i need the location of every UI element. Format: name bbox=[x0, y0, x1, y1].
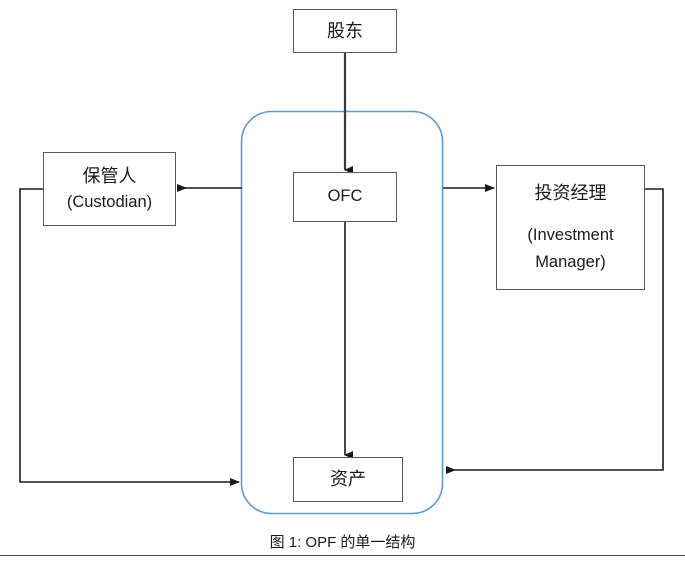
node-custodian: 保管人 (Custodian) bbox=[43, 152, 176, 226]
node-investment-manager-label-cn: 投资经理 bbox=[534, 183, 607, 204]
node-investment-manager-label-en-line1: (Investment bbox=[527, 226, 614, 245]
node-investment-manager-label-en-line2: Manager) bbox=[535, 252, 606, 271]
node-assets: 资产 bbox=[293, 457, 403, 502]
node-shareholder: 股东 bbox=[293, 9, 397, 53]
connector-custodian-to-assets bbox=[19, 188, 240, 486]
node-shareholder-label: 股东 bbox=[327, 20, 363, 41]
footer-divider bbox=[0, 555, 685, 556]
node-custodian-label-cn: 保管人 bbox=[82, 165, 137, 186]
node-custodian-label-en: (Custodian) bbox=[66, 193, 153, 212]
opf-container-outline bbox=[240, 110, 444, 515]
node-ofc-label: OFC bbox=[327, 187, 363, 206]
node-ofc: OFC bbox=[293, 172, 397, 222]
node-investment-manager: 投资经理 (Investment Manager) bbox=[496, 165, 645, 290]
node-assets-label: 资产 bbox=[330, 469, 366, 490]
figure-caption: 图 1: OPF 的单一结构 bbox=[269, 534, 416, 551]
connector-manager-to-assets bbox=[446, 188, 664, 474]
